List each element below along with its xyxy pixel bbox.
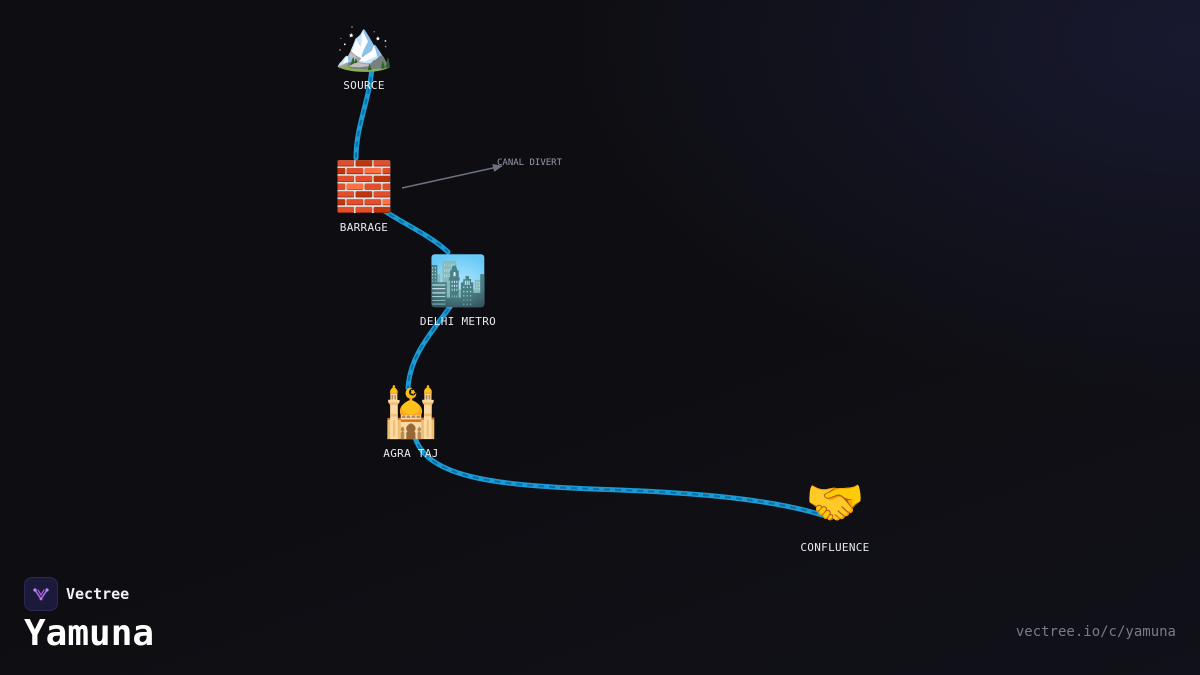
node-confluence: 🤝 CONFLUENCE bbox=[800, 475, 869, 554]
node-label-agra-taj: AGRA TAJ bbox=[383, 447, 438, 460]
node-label-barrage: BARRAGE bbox=[340, 221, 388, 234]
brand: Vectree bbox=[24, 577, 129, 611]
node-delhi-metro: 🏙️ DELHI METRO bbox=[420, 253, 496, 328]
node-source: 🏔️ SOURCE bbox=[334, 18, 394, 92]
brick-wall-icon: 🧱 bbox=[334, 159, 394, 215]
footer-url[interactable]: vectree.io/c/yamuna bbox=[1015, 624, 1176, 640]
node-label-source: SOURCE bbox=[343, 79, 385, 92]
mosque-icon: 🕌 bbox=[381, 384, 441, 441]
vectree-logo-icon bbox=[24, 577, 58, 611]
canal-divert-arrow bbox=[401, 164, 503, 189]
river-path bbox=[353, 63, 825, 518]
snow-mountain-icon: 🏔️ bbox=[334, 18, 394, 74]
canal-divert-label: CANAL DIVERT bbox=[497, 158, 563, 168]
node-label-delhi-metro: DELHI METRO bbox=[420, 315, 496, 328]
node-label-confluence: CONFLUENCE bbox=[800, 541, 869, 554]
page-title: Yamuna bbox=[24, 613, 155, 654]
brand-name: Vectree bbox=[66, 585, 130, 603]
cityscape-icon: 🏙️ bbox=[428, 253, 488, 309]
node-agra-taj: 🕌 AGRA TAJ bbox=[381, 384, 441, 460]
node-barrage: 🧱 BARRAGE bbox=[334, 159, 394, 234]
handshake-icon: 🤝 bbox=[805, 475, 865, 531]
